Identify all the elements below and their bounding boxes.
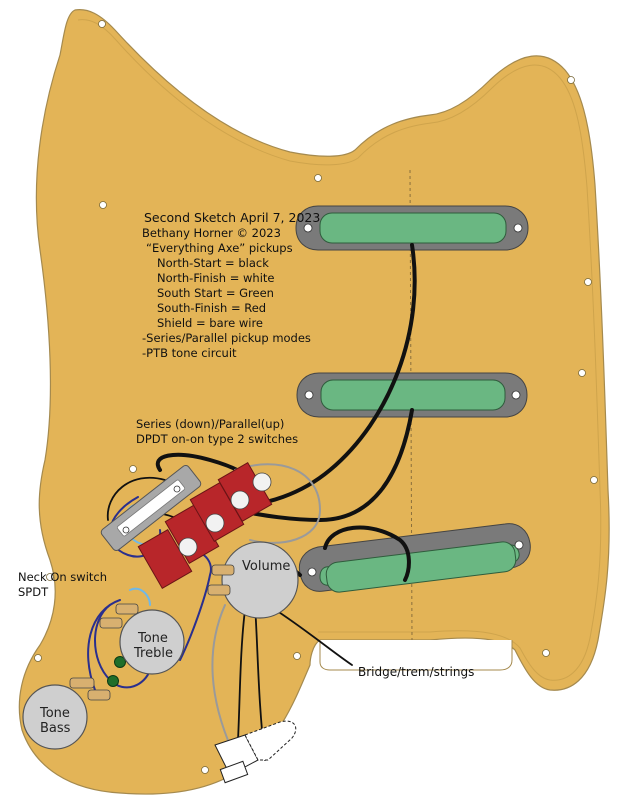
pot-tone-treble <box>99 603 185 675</box>
screw-hole <box>314 174 322 182</box>
switch-note-line1: Series (down)/Parallel(up) <box>136 417 284 431</box>
wires-black <box>155 243 417 582</box>
neck-switch-label-line2: SPDT <box>18 585 49 599</box>
color-code-shield: Shield = bare wire <box>157 316 263 330</box>
volume-label: Volume <box>242 559 290 574</box>
pickup-neck <box>295 205 529 251</box>
dpdt-switches <box>137 462 273 589</box>
capacitor <box>114 656 126 668</box>
screw-hole <box>584 278 592 286</box>
color-code-south-finish: South-Finish = Red <box>157 301 266 315</box>
screw-hole <box>542 649 550 657</box>
capacitor <box>107 675 119 687</box>
feature-series-parallel: -Series/Parallel pickup modes <box>142 331 311 345</box>
screw-hole <box>129 465 137 473</box>
tone-bass-label-line1: Tone <box>39 706 70 721</box>
screw-hole <box>293 652 301 660</box>
screw-hole <box>99 201 107 209</box>
screw-hole <box>98 20 106 28</box>
pot-tone-bass <box>22 677 111 750</box>
pot-volume <box>207 541 299 619</box>
screw-hole <box>590 476 598 484</box>
neck-switch-label-line1: Neck On switch <box>18 570 107 584</box>
notes-pickups: “Everything Axe” pickups <box>146 241 293 255</box>
screw-hole <box>567 76 575 84</box>
pickup-bridge <box>298 523 531 593</box>
bridge-label: Bridge/trem/strings <box>358 665 474 679</box>
color-code-north-finish: North-Finish = white <box>157 271 274 285</box>
color-code-north-start: North-Start = black <box>157 256 269 270</box>
screw-hole <box>34 654 42 662</box>
notes-author: Bethany Horner © 2023 <box>142 226 281 240</box>
screw-hole <box>578 369 586 377</box>
screw-hole <box>46 573 54 581</box>
tone-bass-label-line2: Bass <box>40 721 71 736</box>
notes-title: Second Sketch April 7, 2023 <box>144 210 320 225</box>
control-notch <box>319 640 513 671</box>
pickup-middle <box>296 372 528 418</box>
switch-note-line2: DPDT on-on type 2 switches <box>136 432 298 446</box>
screw-hole <box>201 766 209 774</box>
capacitors <box>107 656 126 687</box>
tone-treble-label-line2: Treble <box>133 646 173 661</box>
wires-gray <box>211 463 322 751</box>
feature-ptb: -PTB tone circuit <box>142 346 237 360</box>
screw-holes <box>34 20 598 774</box>
pickguard-inner-edge <box>77 19 602 681</box>
color-code-south-start: South Start = Green <box>157 286 274 300</box>
neck-on-switch <box>100 465 202 551</box>
output-jack <box>214 720 297 784</box>
tone-treble-label-line1: Tone <box>137 631 168 646</box>
